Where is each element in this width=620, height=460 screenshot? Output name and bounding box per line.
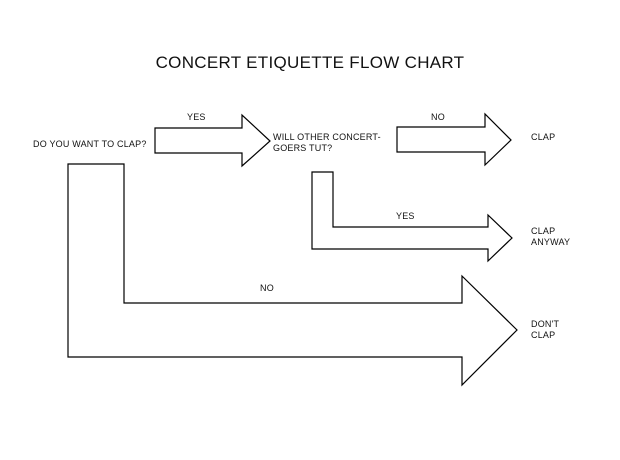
node-question-tut-line-2: GOERS TUT? [273, 143, 333, 153]
no-arrow-to-clap [396, 112, 512, 167]
node-question-want-to-clap: DO YOU WANT TO CLAP? [33, 139, 147, 149]
node-outcome-dont-clap: DON'T CLAP [531, 319, 559, 341]
node-outcome-clap-anyway: CLAP ANYWAY [531, 226, 570, 248]
node-question-tut-line-1: WILL OTHER CONCERT- [273, 132, 381, 142]
diagram-title: CONCERT ETIQUETTE FLOW CHART [155, 53, 465, 72]
edge-label-yes-to-tut: YES [187, 112, 206, 122]
node-outcome-clap: CLAP [531, 132, 556, 142]
yes-arrow-to-clap-anyway [311, 171, 513, 263]
node-outcome-clap-anyway-line-2: ANYWAY [531, 237, 571, 247]
node-outcome-dont-clap-line-2: CLAP [531, 330, 556, 340]
no-arrow-to-dont-clap [67, 163, 518, 387]
node-outcome-clap-anyway-line-1: CLAP [531, 226, 556, 236]
yes-arrow-to-tut-question [154, 113, 271, 168]
node-outcome-dont-clap-line-1: DON'T [531, 319, 560, 329]
edge-label-no-to-dont-clap: NO [260, 283, 274, 293]
node-question-concert-goers-tut: WILL OTHER CONCERT- GOERS TUT? [273, 132, 381, 154]
edge-label-no-to-clap: NO [431, 112, 445, 122]
edge-label-yes-to-clap-anyway: YES [396, 211, 415, 221]
